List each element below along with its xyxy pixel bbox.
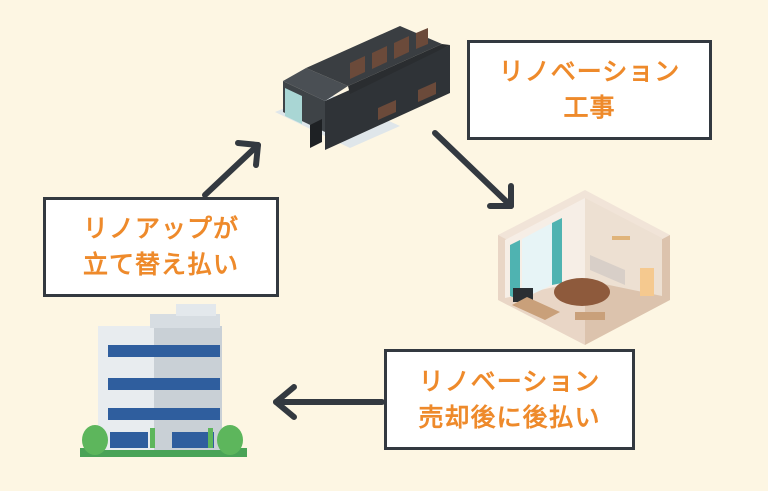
old-house-icon — [275, 26, 450, 150]
renovation-sale-line2: 売却後に後払い — [418, 402, 601, 432]
renovation-work-box: リノベーション 工事 — [467, 40, 712, 140]
renovated-room-icon — [498, 190, 670, 345]
renovation-work-line2: 工事 — [563, 93, 616, 122]
office-building-icon — [80, 304, 247, 457]
renovation-work-line1: リノベーション — [498, 57, 681, 86]
rinoap-advance-line1: リノアップが — [82, 214, 239, 243]
arrow-to-building — [273, 384, 385, 420]
renovation-sale-line1: リノベーション — [418, 366, 601, 396]
arrow-to-room — [432, 130, 514, 209]
arrow-to-house — [202, 140, 261, 198]
renovation-deferred-payment-box: リノベーション 売却後に後払い — [384, 349, 635, 450]
rinoap-advance-line2: 立て替え払い — [82, 250, 239, 279]
rinoap-advance-payment-box: リノアップが 立て替え払い — [43, 197, 279, 297]
